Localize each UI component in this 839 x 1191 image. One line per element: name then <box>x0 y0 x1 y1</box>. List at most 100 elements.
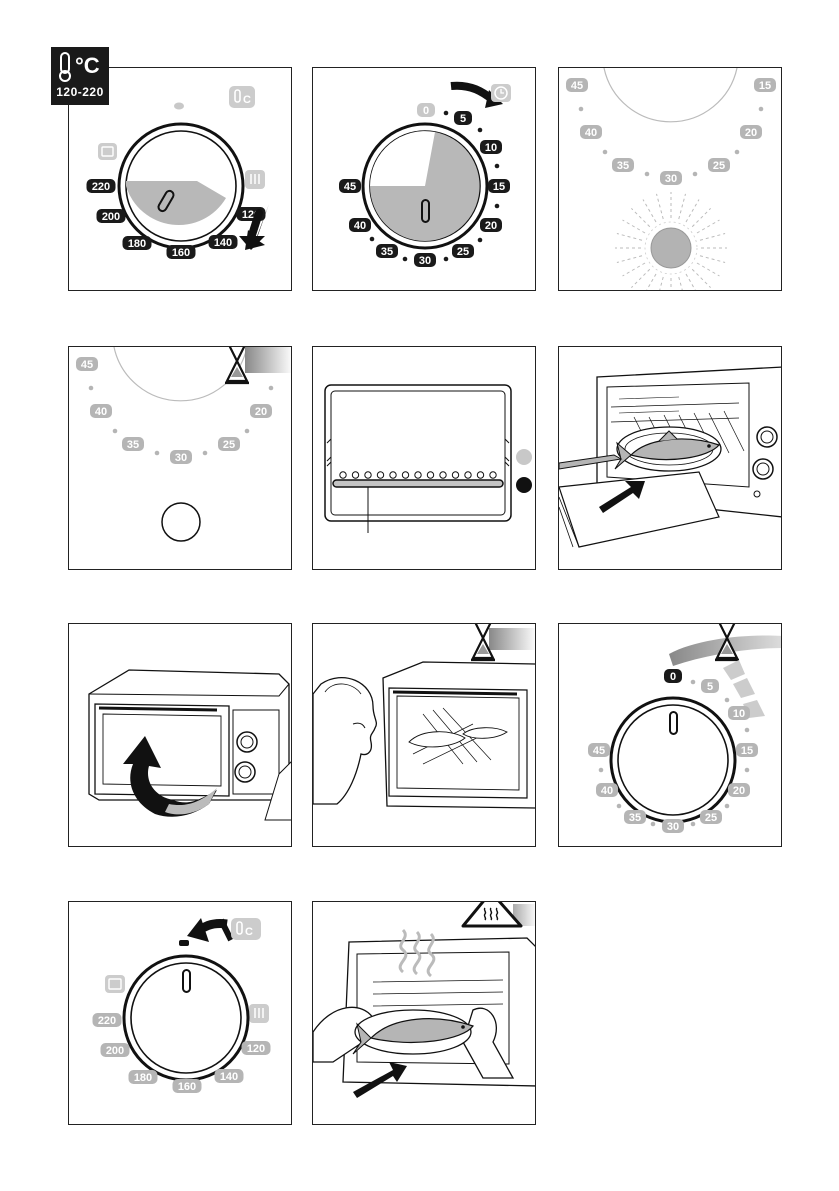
timer-label-40: 40 <box>349 218 371 232</box>
dial-label: 180 <box>134 1072 152 1084</box>
tick-dot <box>759 107 764 112</box>
dial-label: 120 <box>247 1043 265 1055</box>
rack-position-dot <box>427 472 433 478</box>
dial-label: 40 <box>585 127 597 139</box>
sun-ray <box>617 234 642 241</box>
panel-insert-food <box>558 346 782 570</box>
dial-label: 200 <box>102 211 120 223</box>
dial-label: 35 <box>127 439 139 451</box>
clock-icon <box>491 84 511 102</box>
dial-label: 0 <box>670 671 676 683</box>
panel-remove-food <box>312 901 536 1125</box>
panel-preheat: 45 40 35 30 25 20 15 <box>558 67 782 291</box>
tick-dot <box>89 386 94 391</box>
rack-position-dot <box>465 472 471 478</box>
dial-label: 20 <box>745 127 757 139</box>
temp-label-220: 220 <box>87 179 116 193</box>
dial-label: 45 <box>571 80 583 92</box>
arc-label-40: 40 <box>90 404 112 418</box>
temp-label-140: 140 <box>209 235 238 249</box>
timer-label-10: 10 <box>728 706 750 720</box>
dial-label: 140 <box>214 237 232 249</box>
svg-text:C: C <box>243 94 251 106</box>
tick-dot <box>113 429 118 434</box>
dial-label: 5 <box>707 681 713 693</box>
timer-label-10: 10 <box>480 140 502 154</box>
sun-ray <box>686 200 699 223</box>
tick-dot <box>725 698 730 703</box>
sun-ray <box>631 269 649 287</box>
tick-dot <box>495 204 500 209</box>
dial-label: 25 <box>223 439 235 451</box>
tick-dot <box>735 150 740 155</box>
rack-position-dot <box>340 472 346 478</box>
timer-label-0: 0 <box>664 669 682 683</box>
dial-label: 220 <box>98 1015 116 1027</box>
temp-label-120: 120 <box>242 1041 271 1055</box>
sun-ray <box>692 269 710 287</box>
tick-dot <box>444 257 449 262</box>
timer-label-15: 15 <box>488 179 510 193</box>
sun-ray <box>679 277 686 291</box>
dial-label: 25 <box>713 160 725 172</box>
tick-dot <box>478 128 483 133</box>
tick-dot <box>693 172 698 177</box>
sun-ray <box>679 194 686 219</box>
unit-label: °C <box>75 53 100 79</box>
tick-dot <box>745 728 750 733</box>
dial-label: 40 <box>95 406 107 418</box>
heating-element-icon <box>245 170 265 189</box>
arc-label-35: 35 <box>122 437 144 451</box>
rack-position-dot <box>490 472 496 478</box>
rack-position-dot <box>390 472 396 478</box>
dial-label: 180 <box>128 238 146 250</box>
arc-label-20: 20 <box>740 125 762 139</box>
tick-dot <box>691 822 696 827</box>
rack-position-dot <box>352 472 358 478</box>
timer-label-20: 20 <box>480 218 502 232</box>
panel-close-door <box>68 623 292 847</box>
temp-label-220: 220 <box>93 1013 122 1027</box>
sun-ray <box>686 274 699 291</box>
panel-rack-position <box>312 346 536 570</box>
arc-label-35: 35 <box>612 158 634 172</box>
timer-label-20: 20 <box>728 783 750 797</box>
sun-ray <box>657 194 664 219</box>
timer-label-45: 45 <box>588 743 610 757</box>
timer-label-30: 30 <box>414 253 436 267</box>
dial-label: 35 <box>617 160 629 172</box>
timer-label-45: 45 <box>339 179 361 193</box>
temp-label-200: 200 <box>97 209 126 223</box>
arc-label-45: 45 <box>566 78 588 92</box>
tick-dot <box>645 172 650 177</box>
dial-label: 15 <box>759 80 771 92</box>
heating-element-icon <box>249 1004 269 1023</box>
tick-dot <box>370 237 375 242</box>
timer-label-25: 25 <box>700 810 722 824</box>
tick-dot <box>495 164 500 169</box>
dial-label: 30 <box>665 173 677 185</box>
tick-dot <box>725 804 730 809</box>
panel-monitor-cooking <box>312 623 536 847</box>
dial-label: 160 <box>178 1081 196 1093</box>
tick-dot <box>599 768 604 773</box>
sun-ray <box>692 208 710 226</box>
temp-label-160: 160 <box>167 245 196 259</box>
timer-label-0: 0 <box>417 103 435 117</box>
arc-label-30: 30 <box>170 450 192 464</box>
dial-label: 140 <box>220 1071 238 1083</box>
dial-label: 5 <box>460 113 466 125</box>
timer-label-25: 25 <box>452 244 474 258</box>
tick-dot <box>155 451 160 456</box>
timer-label-40: 40 <box>596 783 618 797</box>
rack-position-dot <box>365 472 371 478</box>
sun-ray <box>697 263 720 276</box>
dial-label: 45 <box>593 745 605 757</box>
tick-dot <box>651 822 656 827</box>
tick-dot <box>478 238 483 243</box>
temp-label-200: 200 <box>101 1043 130 1057</box>
